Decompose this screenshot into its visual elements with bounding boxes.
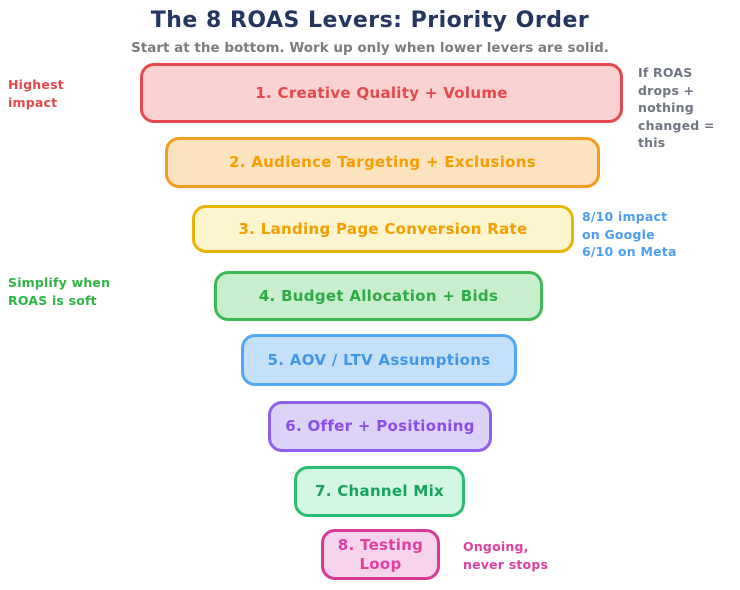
lever-box-budget-allocation: 4. Budget Allocation + Bids bbox=[214, 271, 543, 321]
lever-box-channel-mix: 7. Channel Mix bbox=[294, 466, 465, 517]
lever-box-aov-ltv: 5. AOV / LTV Assumptions bbox=[241, 334, 517, 386]
lever-box-testing-loop: 8. Testing Loop bbox=[321, 529, 440, 580]
lever-box-creative-quality: 1. Creative Quality + Volume bbox=[140, 63, 623, 123]
lever-box-offer-positioning: 6. Offer + Positioning bbox=[268, 401, 492, 452]
annotation-impact-google-meta: 8/10 impact on Google 6/10 on Meta bbox=[582, 209, 677, 259]
lever-box-landing-page-cr: 3. Landing Page Conversion Rate bbox=[192, 205, 574, 253]
annotation-ongoing-never-stops: Ongoing, never stops bbox=[463, 539, 549, 572]
lever-box-audience-targeting: 2. Audience Targeting + Exclusions bbox=[165, 137, 600, 188]
annotation-if-roas-drops: If ROAS drops + nothing changed = this bbox=[638, 65, 715, 150]
annotation-highest-impact: Highest impact bbox=[8, 77, 64, 110]
page-title: The 8 ROAS Levers: Priority Order bbox=[150, 8, 590, 33]
page-subtitle: Start at the bottom. Work up only when l… bbox=[131, 40, 609, 56]
annotation-simplify-when-soft: Simplify when ROAS is soft bbox=[8, 275, 111, 308]
